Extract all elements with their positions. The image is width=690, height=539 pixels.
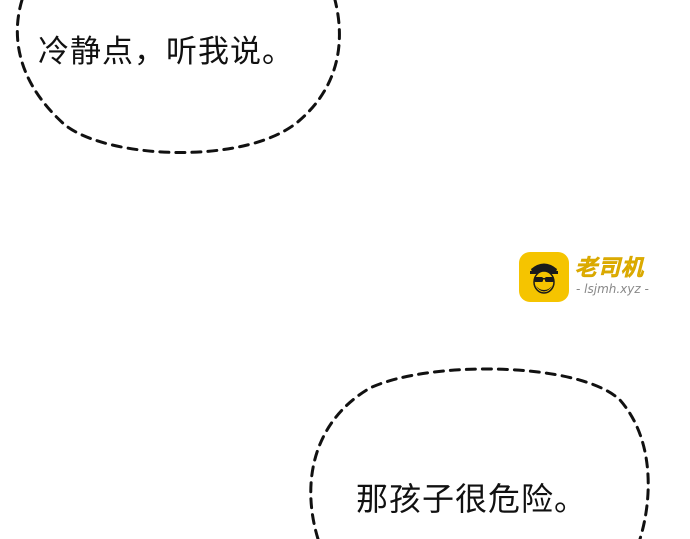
speech-bubble-bottom-outline <box>309 367 650 539</box>
speech-bubble-bottom-text: 那孩子很危险。 <box>356 480 588 518</box>
watermark-url: - lsjmh.xyz - <box>576 282 649 296</box>
site-watermark: 老司机 - lsjmh.xyz - <box>519 251 679 303</box>
watermark-title: 老司机 <box>575 256 645 282</box>
speech-bubble-top-outline <box>15 0 341 154</box>
driver-face-icon <box>519 252 569 302</box>
speech-bubble-top-text: 冷静点，听我说。 <box>38 34 294 70</box>
